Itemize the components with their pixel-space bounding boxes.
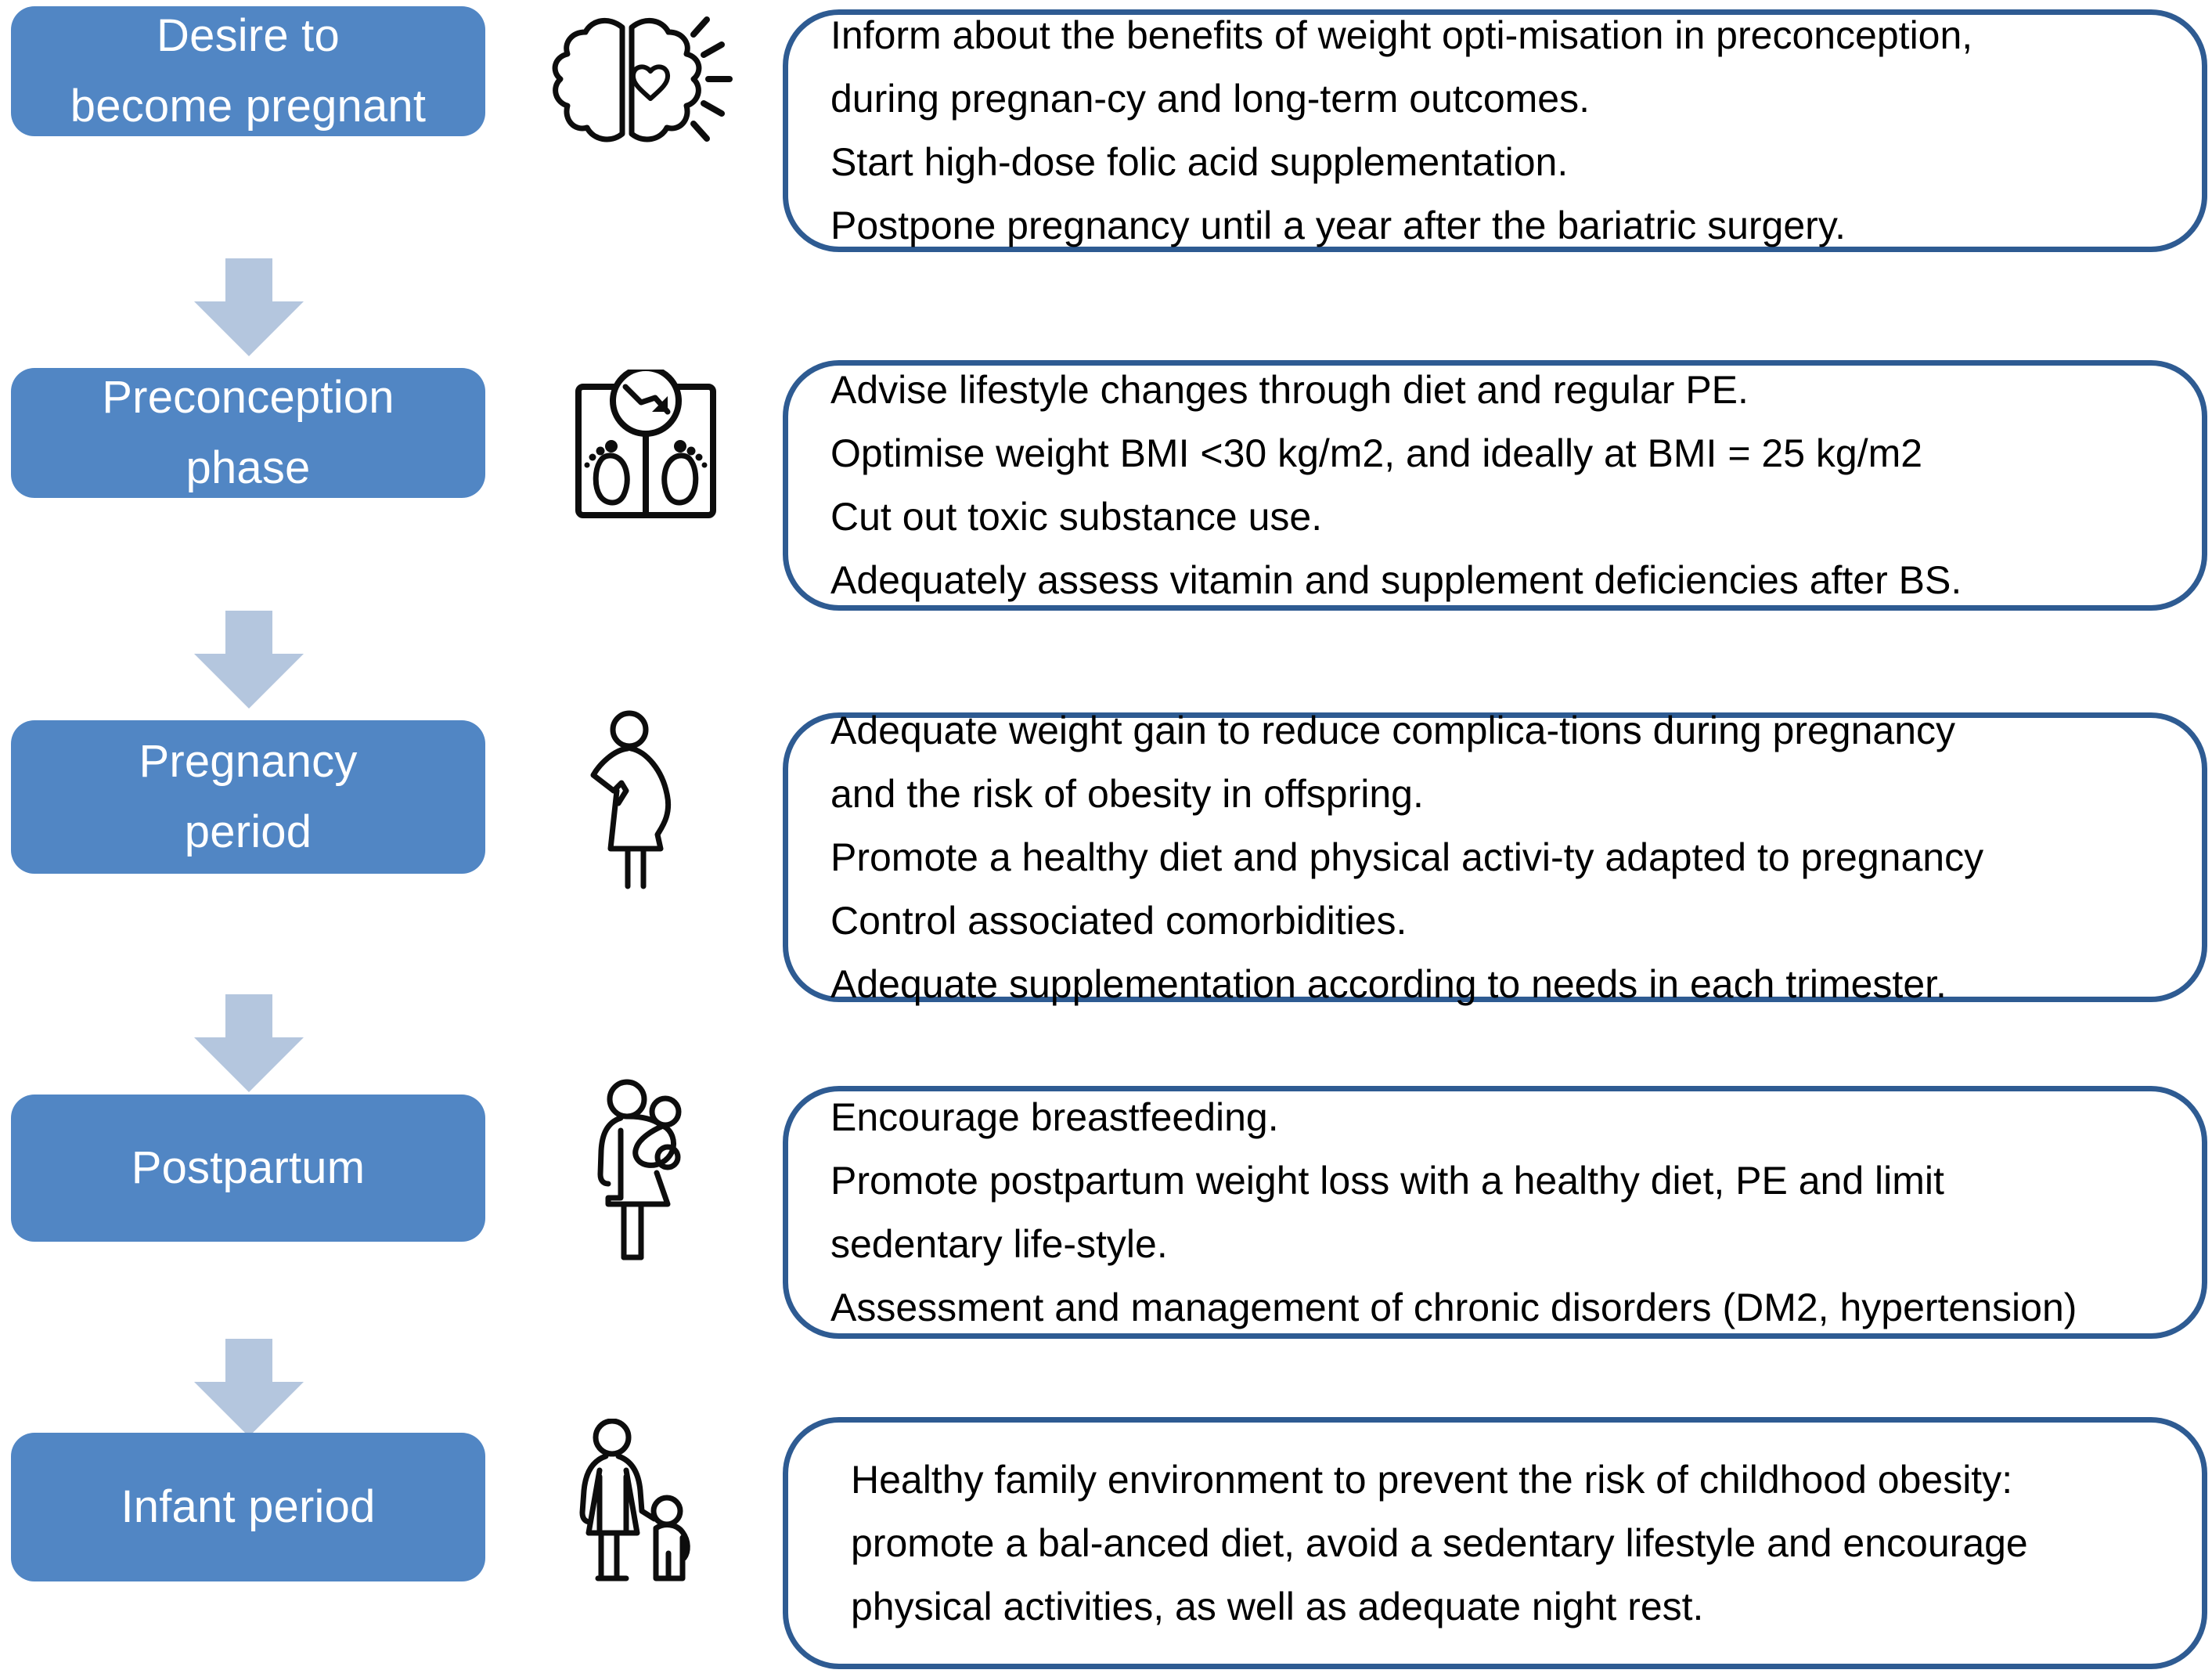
arrow-postpartum-to-infant xyxy=(194,1339,304,1437)
note-box-5[interactable]: Healthy family environment to prevent th… xyxy=(783,1417,2207,1669)
note-line: promote a bal-anced diet, avoid a sedent… xyxy=(851,1520,2028,1565)
note-line: during pregnan-cy and long-term outcomes… xyxy=(830,77,1590,121)
note-line: Cut out toxic substance use. xyxy=(830,495,1323,539)
note-line: Adequate supplementation according to ne… xyxy=(830,961,1947,1006)
pregnant-woman-icon xyxy=(579,709,712,889)
note-line: Adequately assess vitamin and supplement… xyxy=(830,558,1962,602)
mother-with-baby-icon xyxy=(575,1079,716,1260)
stage-box-postpartum[interactable]: Postpartum xyxy=(11,1095,485,1242)
stage-box-preconception-phase[interactable]: Preconception phase xyxy=(11,368,485,498)
flow-row-2: Preconception phase xyxy=(0,360,2212,709)
note-line: Healthy family environment to prevent th… xyxy=(851,1457,2013,1502)
stage-box-desire-to-become-pregnant[interactable]: Desire to become pregnant xyxy=(11,6,485,136)
note-line: Encourage breastfeeding. xyxy=(830,1095,1279,1139)
mother-with-child-icon xyxy=(571,1418,720,1603)
arrow-pregnancy-to-postpartum xyxy=(194,994,304,1092)
arrow-preconception-to-pregnancy xyxy=(194,611,304,709)
note-line: Promote a healthy diet and physical acti… xyxy=(830,835,1984,879)
note-line: Advise lifestyle changes through diet an… xyxy=(830,368,1749,412)
stage-label: Preconception phase xyxy=(102,372,394,493)
note-line: Inform about the benefits of weight opti… xyxy=(830,13,1973,57)
weight-scale-icon xyxy=(567,370,724,526)
note-line: Assessment and management of chronic dis… xyxy=(830,1285,2077,1329)
flow-row-5: Infant period xyxy=(0,1417,2212,1677)
note-lines-2: Advise lifestyle changes through diet an… xyxy=(788,359,2202,612)
note-line: Optimise weight BMI <30 kg/m2, and ideal… xyxy=(830,431,1923,475)
note-box-1[interactable]: Inform about the benefits of weight opti… xyxy=(783,9,2207,252)
icon-cell-1 xyxy=(517,8,775,157)
stage-box-infant-period[interactable]: Infant period xyxy=(11,1433,485,1581)
stage-label: Postpartum xyxy=(131,1142,366,1194)
brain-heart-icon xyxy=(548,10,744,155)
note-box-2[interactable]: Advise lifestyle changes through diet an… xyxy=(783,360,2207,611)
stage-label: Infant period xyxy=(121,1481,376,1533)
flow-row-4: Postpartum xyxy=(0,1079,2212,1437)
icon-cell-4 xyxy=(517,1079,775,1260)
icon-cell-3 xyxy=(517,710,775,889)
stage-box-pregnancy-period[interactable]: Pregnancy period xyxy=(11,720,485,874)
note-lines-5: Healthy family environment to prevent th… xyxy=(788,1448,2202,1639)
note-lines-4: Encourage breastfeeding. Promote postpar… xyxy=(788,1086,2202,1340)
icon-cell-2 xyxy=(517,370,775,518)
note-line: Control associated comorbidities. xyxy=(830,898,1407,943)
stage-label: Pregnancy period xyxy=(139,736,358,857)
note-line: Adequate weight gain to reduce complica-… xyxy=(830,708,1956,752)
note-lines-3: Adequate weight gain to reduce complica-… xyxy=(788,699,2202,1016)
note-line: Start high-dose folic acid supplementati… xyxy=(830,140,1569,184)
flow-row-3: Pregnancy period Adeq xyxy=(0,709,2212,1092)
note-box-3[interactable]: Adequate weight gain to reduce complica-… xyxy=(783,709,2207,1006)
note-line: Promote postpartum weight loss with a he… xyxy=(830,1158,1944,1203)
arrow-desire-to-preconception xyxy=(194,258,304,356)
note-box-4[interactable]: Encourage breastfeeding. Promote postpar… xyxy=(783,1086,2207,1339)
note-line: physical activities, as well as adequate… xyxy=(851,1584,1704,1628)
note-line: sedentary life-style. xyxy=(830,1221,1168,1266)
icon-cell-5 xyxy=(517,1418,775,1596)
note-line: Postpone pregnancy until a year after th… xyxy=(830,204,1846,247)
note-lines-1: Inform about the benefits of weight opti… xyxy=(788,4,2202,258)
flow-row-1: Desire to become pregnant xyxy=(0,0,2212,356)
note-line: and the risk of obesity in offspring. xyxy=(830,771,1424,816)
stage-label: Desire to become pregnant xyxy=(70,10,427,132)
